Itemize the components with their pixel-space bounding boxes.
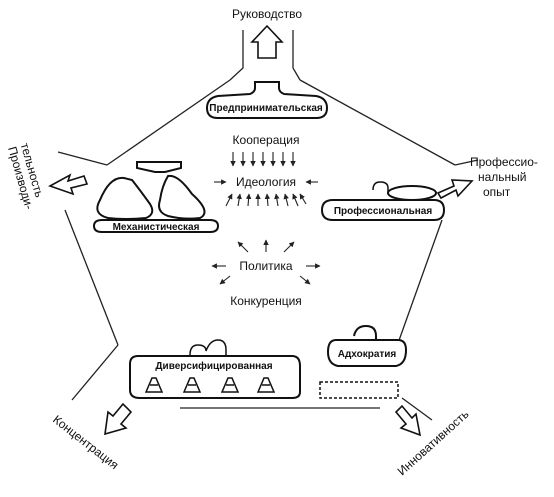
ideology-arrows-top xyxy=(230,152,296,167)
config-professional: Профессиональная xyxy=(320,181,446,221)
center-forces: Кооперация Идеология Политика Конкуренци… xyxy=(211,133,321,308)
force-right-line2: нальный xyxy=(478,170,527,184)
arrow-out-upright xyxy=(283,241,295,253)
down-left-arrow-icon xyxy=(104,402,133,436)
diversified-top-bumps xyxy=(189,339,227,356)
adhocracy-top xyxy=(353,324,377,340)
machine-apex-shape xyxy=(136,161,182,173)
center-ideology: Идеология xyxy=(236,175,296,189)
arrow-up-9 xyxy=(299,193,307,205)
entrepreneurial-shape xyxy=(205,81,329,119)
force-top-label: Руководство xyxy=(232,7,302,21)
professional-lobe xyxy=(387,185,437,201)
pentagon-outline xyxy=(57,30,479,421)
machine-right-lobe xyxy=(158,174,206,220)
professional-label: Профессиональная xyxy=(334,205,433,217)
up-arrow-icon xyxy=(250,24,284,59)
edge-left xyxy=(64,209,119,346)
entrepreneurial-label: Предпринимательская xyxy=(209,103,323,114)
arrow-out-downleft xyxy=(219,275,231,285)
arrow-up-7 xyxy=(283,193,289,207)
professional-base xyxy=(320,199,446,221)
arrow-out-downright xyxy=(299,275,311,285)
edge-bottom-right-corner xyxy=(401,397,433,421)
left-arrow-icon xyxy=(48,173,89,196)
division-unit-3 xyxy=(220,377,240,393)
arrow-up-3 xyxy=(245,193,252,207)
arrow-up-5 xyxy=(264,193,271,207)
politics-arrows xyxy=(211,239,321,285)
division-unit-2 xyxy=(182,377,202,393)
force-right-line1: Профессио- xyxy=(470,155,538,169)
edge-top-left xyxy=(106,79,231,166)
edge-right-upper xyxy=(454,159,479,166)
edge-top-right xyxy=(299,79,456,166)
force-left-label: Производи- тельность xyxy=(5,141,46,210)
config-entrepreneurial: Предпринимательская xyxy=(205,81,329,119)
division-unit-1 xyxy=(144,377,164,393)
config-machine: Механистическая xyxy=(92,161,220,233)
adhocracy-dashed-base xyxy=(319,381,399,399)
diversified-body xyxy=(129,355,301,399)
arrow-up-2 xyxy=(236,193,242,207)
diversified-label: Диверсифицированная xyxy=(155,360,272,372)
arrow-up-6 xyxy=(274,193,280,207)
arrow-up-1 xyxy=(225,193,233,207)
adhocracy-label: Адхократия xyxy=(338,349,397,360)
edge-top-neck-right xyxy=(292,30,301,81)
adhocracy-body xyxy=(326,339,408,367)
edge-bottom-left-corner xyxy=(71,344,119,401)
config-diversified: Диверсифицированная xyxy=(129,339,301,399)
machine-base xyxy=(92,219,220,233)
arrow-out-upleft xyxy=(237,241,249,253)
diversified-units xyxy=(144,377,276,393)
ideology-arrows-bottom xyxy=(225,193,307,207)
force-right-line3: опыт xyxy=(483,185,511,199)
edge-left-upper xyxy=(57,151,108,166)
down-right-arrow-icon xyxy=(394,404,422,437)
edge-right xyxy=(391,219,443,361)
config-adhocracy: Адхократия xyxy=(319,324,408,399)
center-competition: Конкуренция xyxy=(230,294,302,308)
center-cooperation: Кооперация xyxy=(233,133,300,147)
arrow-up-8 xyxy=(292,193,299,207)
right-arrow-icon xyxy=(436,179,474,200)
professional-apex xyxy=(372,181,389,193)
division-unit-4 xyxy=(256,377,276,393)
machine-label: Механистическая xyxy=(113,222,200,233)
edge-top-neck-left xyxy=(229,30,244,81)
center-politics: Политика xyxy=(239,259,292,273)
machine-left-lobe xyxy=(96,176,154,220)
